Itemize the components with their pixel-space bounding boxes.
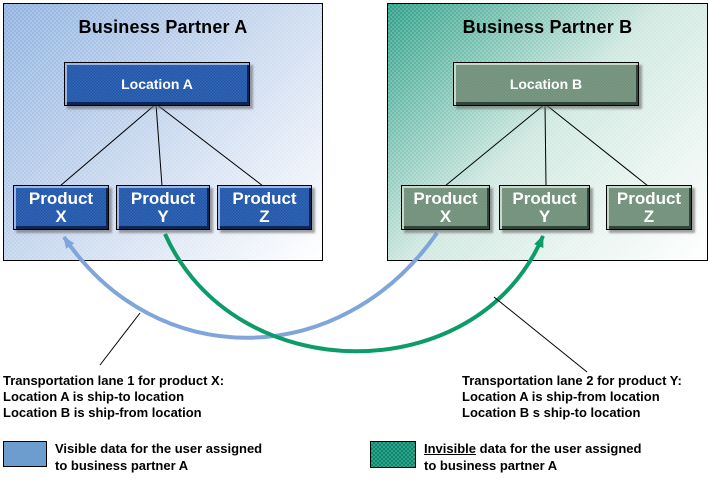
lane-1-line-2: Location A is ship-to location xyxy=(3,389,185,404)
product-letter: Y xyxy=(157,206,169,226)
partner-b-product-y-node: Product Y xyxy=(499,185,590,230)
invisible-rest: data for the user assigned xyxy=(476,441,642,456)
product-letter: X xyxy=(439,206,452,226)
visible-data-line-2: to business partner A xyxy=(55,458,189,473)
product-letter: Z xyxy=(259,206,270,226)
visible-data-line-1: Visible data for the user assigned xyxy=(55,440,262,457)
product-word: Product xyxy=(28,188,94,208)
location-b-node: Location B xyxy=(453,62,639,106)
partner-a-product-y-node: Product Y xyxy=(116,185,210,230)
visible-data-swatch xyxy=(3,441,47,467)
lane-1-line-1: Transportation lane 1 for product X: xyxy=(3,373,225,388)
partner-b-product-z-node: Product Z xyxy=(606,185,692,230)
partner-a-product-z-node: Product Z xyxy=(217,185,312,230)
invisible-data-line-1: Invisible data for the user assigned xyxy=(424,440,641,457)
partner-a-title: Business Partner A xyxy=(78,17,248,37)
lane-1-callout-line xyxy=(99,312,141,366)
partner-a-product-x-node: Product X xyxy=(13,185,109,230)
visible-word: Visible xyxy=(55,441,97,456)
lane-2-line-2: Location A is ship-from location xyxy=(462,389,660,404)
product-word: Product xyxy=(232,188,297,208)
product-word: Product xyxy=(512,188,577,208)
location-a-label: Location A xyxy=(121,76,193,92)
invisible-data-swatch xyxy=(370,441,416,468)
lane-2-line-3: Location B s ship-to location xyxy=(462,405,641,420)
product-word: Product xyxy=(616,188,682,208)
partner-b-title: Business Partner B xyxy=(462,17,633,37)
invisible-data-label: Invisible data for the user assigned to … xyxy=(424,440,641,474)
product-letter: Z xyxy=(643,206,655,226)
location-b-label: Location B xyxy=(509,76,583,92)
lane-1-annotation: Transportation lane 1 for product X: Loc… xyxy=(3,373,224,421)
lane-2-annotation: Transportation lane 2 for product Y: Loc… xyxy=(462,373,682,421)
product-word: Product xyxy=(130,188,196,208)
visible-rest: data for the user assigned xyxy=(96,441,263,456)
visible-data-label: Visible data for the user assigned to bu… xyxy=(55,440,262,474)
lane-2-line-1: Transportation lane 2 for product Y: xyxy=(462,373,682,388)
location-a-node: Location A xyxy=(64,62,250,106)
partner-b-product-x-node: Product X xyxy=(401,185,490,230)
product-word: Product xyxy=(413,188,478,208)
lane-1-line-3: Location B is ship-from location xyxy=(3,405,202,420)
invisible-word: Invisible xyxy=(424,441,477,456)
product-letter: Y xyxy=(538,206,551,226)
invisible-data-line-2: to business partner A xyxy=(424,458,558,473)
lane-2-callout-line xyxy=(493,296,588,373)
product-letter: X xyxy=(55,206,67,226)
